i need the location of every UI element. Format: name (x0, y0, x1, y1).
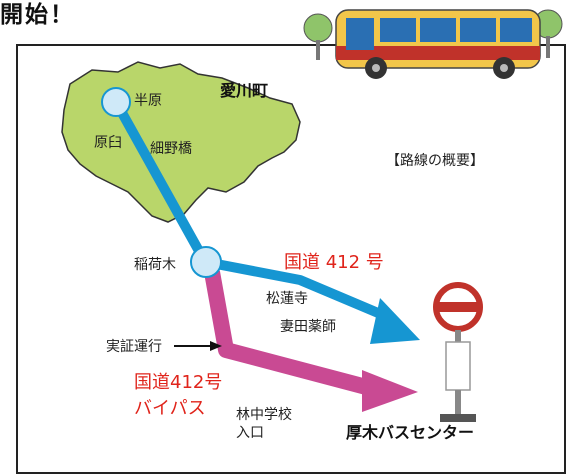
route-magenta-arrowhead (362, 370, 418, 412)
stop-label-haraku: 原臼 (94, 135, 122, 151)
inariki-stop-circle (190, 246, 222, 278)
hanbara-stop-circle (101, 87, 131, 117)
bypass-route-label-1: 国道412号 (134, 372, 223, 393)
destination-label: 厚木バスセンター (346, 423, 475, 442)
stop-label-saidayakushi: 妻田薬師 (280, 319, 336, 335)
stop-label-inariki: 稲荷木 (134, 257, 176, 273)
bus-stop-sign-icon (433, 282, 483, 422)
route-blue-upper (111, 97, 209, 265)
trial-operation-label: 実証運行 (106, 339, 162, 355)
route-blue-arrowhead (370, 298, 420, 344)
route-magenta-bypass (204, 270, 373, 396)
stop-label-hosonobashi: 細野橋 (150, 141, 192, 157)
national-route-label: 国道 412 号 (284, 252, 384, 273)
route-map (61, 9, 563, 422)
trial-pointer-arrowhead (210, 341, 222, 351)
stop-label-rinchu-1: 林中学校 (236, 407, 292, 423)
bus-illustration (303, 9, 563, 79)
bypass-route-label-2: バイパス (134, 398, 206, 419)
route-blue-national (205, 257, 392, 323)
page-heading: 開始！ (0, 2, 75, 28)
stop-label-rinchu-2: 入口 (236, 425, 264, 441)
town-label: 愛川町 (220, 81, 269, 100)
overview-label: 【路線の概要】 (386, 153, 484, 169)
stop-label-hanbara: 半原 (134, 93, 162, 109)
stop-label-shorenji: 松蓮寺 (266, 291, 308, 307)
